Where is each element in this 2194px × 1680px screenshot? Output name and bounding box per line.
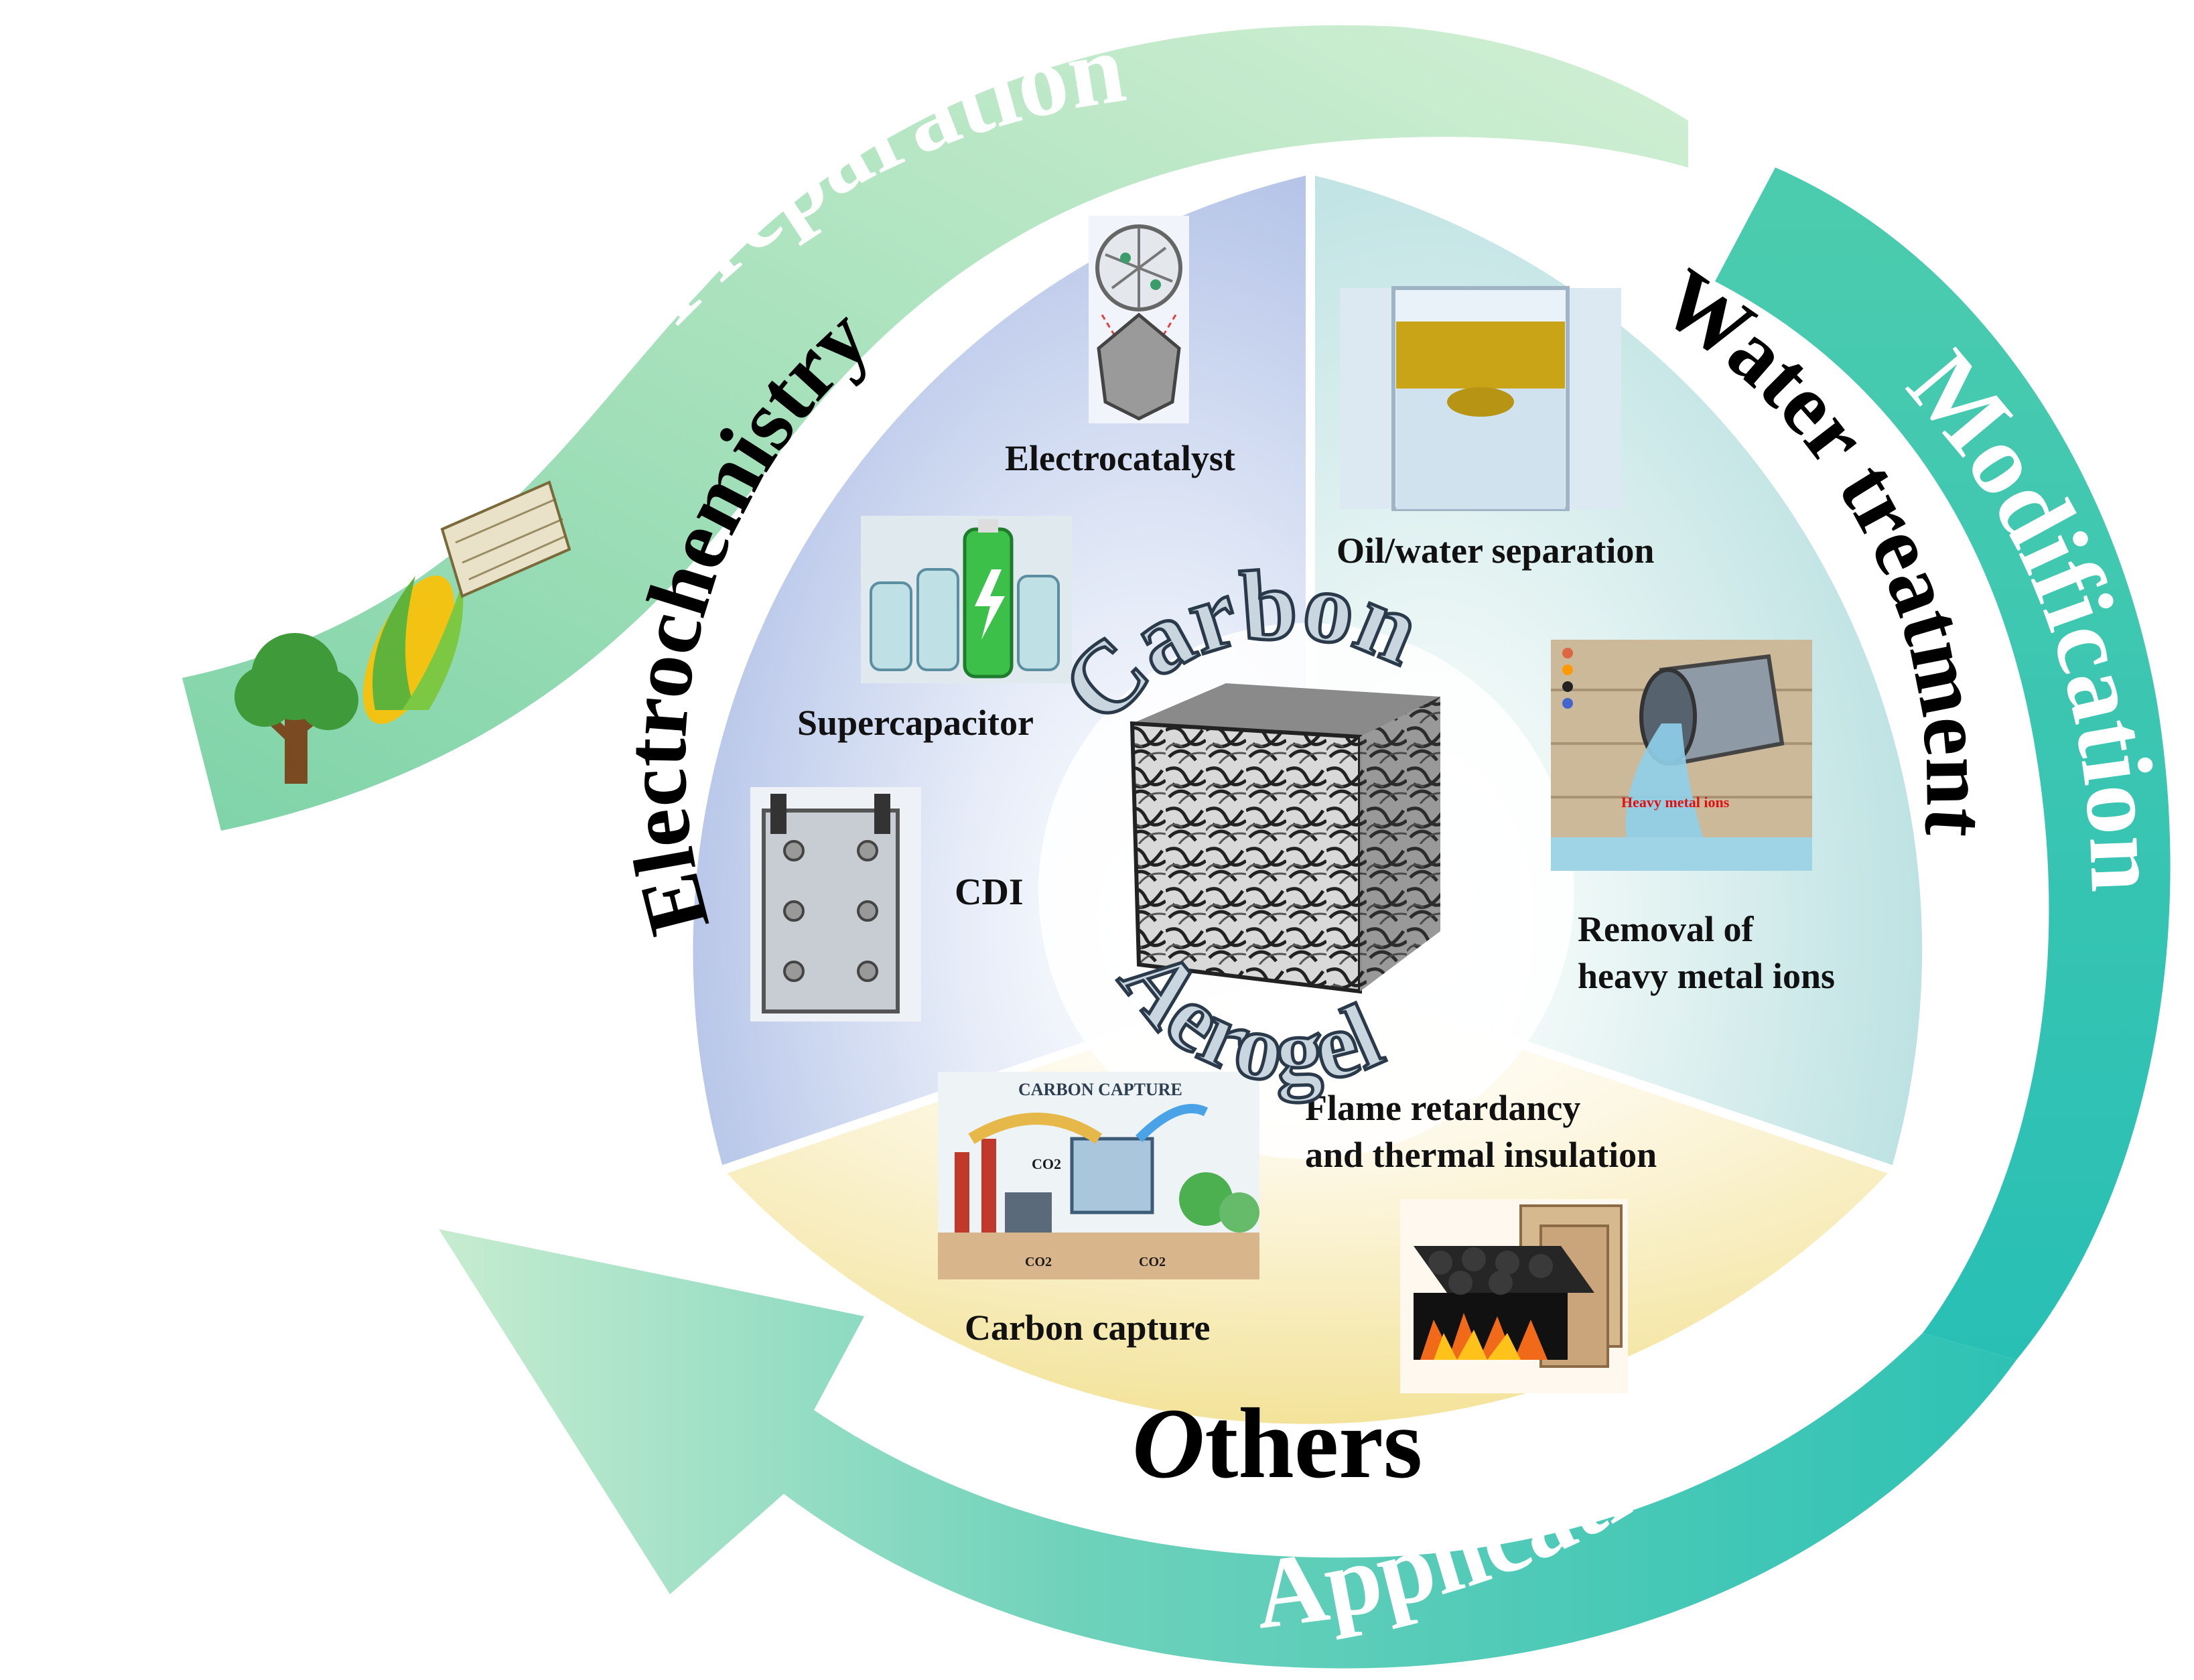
label-flame-retardancy: Flame retardancy: [1305, 1088, 1580, 1128]
carbon-capture-image: CARBON CAPTURE CO2 CO2 CO2: [938, 1072, 1259, 1279]
flame-insulation-image: [1400, 1199, 1628, 1393]
co2-label-top: CO2: [1032, 1156, 1061, 1172]
heavy-metal-removal-image: Heavy metal ions: [1551, 640, 1812, 871]
oil-water-separation-image: [1340, 286, 1621, 511]
co2-label-bottom-left: CO2: [1025, 1255, 1052, 1269]
corn-icon: [362, 575, 464, 724]
carbon-capture-title: CARBON CAPTURE: [1018, 1080, 1182, 1099]
label-oil-water-separation: Oil/water separation: [1336, 531, 1654, 571]
title-others-rest: thers: [1205, 1388, 1422, 1499]
application-arrow: [439, 1229, 2016, 1669]
label-thermal-insulation: and thermal insulation: [1305, 1135, 1657, 1175]
electrocatalyst-image: [1089, 216, 1189, 423]
title-others-first: O: [1132, 1388, 1205, 1499]
modification-arrow: [1715, 167, 2171, 1360]
heavy-metal-label: Heavy metal ions: [1621, 794, 1730, 811]
carbon-nanotube-icon: [440, 480, 571, 598]
label-electrocatalyst: Electrocatalyst: [1005, 438, 1235, 478]
preparation-arrow: [182, 25, 1688, 831]
label-cdi: CDI: [955, 871, 1024, 913]
supercapacitor-image: [861, 516, 1072, 683]
label-heavy-metal-ions: heavy metal ions: [1578, 956, 1835, 996]
label-carbon-capture: Carbon capture: [965, 1308, 1211, 1348]
co2-label-bottom-right: CO2: [1139, 1255, 1166, 1269]
tree-icon: [234, 633, 358, 784]
cycle-arrows: [182, 25, 2171, 1669]
cdi-device-image: [750, 787, 921, 1022]
carbon-aerogel-cube: [1129, 683, 1440, 994]
title-others: Others: [1132, 1388, 1422, 1499]
label-supercapacitor: Supercapacitor: [797, 703, 1034, 743]
label-removal-of: Removal of: [1578, 909, 1754, 949]
